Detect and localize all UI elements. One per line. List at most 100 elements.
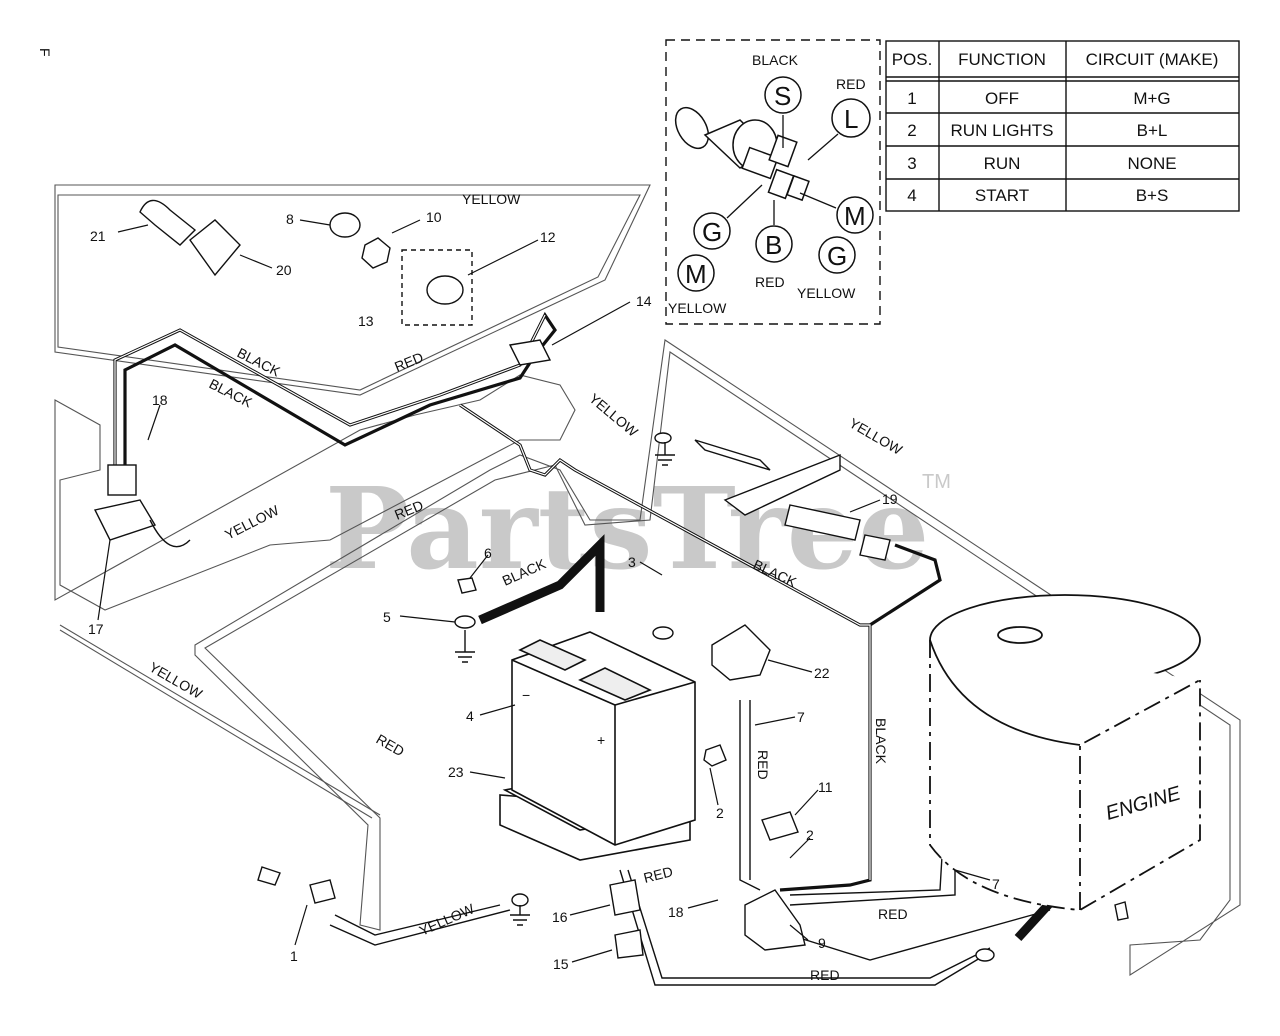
corner-mark: F	[37, 48, 53, 57]
callout-15: 15	[553, 956, 569, 972]
clip-16	[609, 879, 641, 916]
table-cell: 2	[907, 121, 916, 140]
socket-20	[189, 219, 241, 277]
cover-22	[711, 624, 771, 681]
callout-2a: 2	[716, 805, 724, 821]
callout-5: 5	[383, 609, 391, 625]
switch-label-yellow-left: YELLOW	[668, 300, 727, 316]
keyswitch-box	[401, 249, 473, 326]
red-cables	[329, 700, 1051, 986]
callout-7b: 7	[992, 876, 1000, 892]
battery	[499, 631, 696, 861]
washer-3	[652, 626, 674, 640]
callout-21: 21	[90, 228, 106, 244]
wire-label-red-left: RED	[374, 731, 408, 760]
wire-label-yellow-14: YELLOW	[586, 390, 642, 440]
wire-label-red-9: RED	[878, 906, 908, 922]
plug-19	[859, 534, 891, 561]
table-cell: 1	[907, 89, 916, 108]
wire-label-red-7: RED	[755, 750, 771, 780]
plug-1	[309, 879, 336, 904]
switch-label-black: BLACK	[752, 52, 799, 68]
callout-13: 13	[358, 313, 374, 329]
callout-1: 1	[290, 948, 298, 964]
terminal-l: L	[844, 104, 858, 134]
bulb-21	[139, 199, 197, 246]
cap-11	[761, 811, 799, 841]
battery-negative-cable	[478, 534, 605, 625]
table-cell: B+L	[1137, 121, 1168, 140]
leader-lines	[97, 219, 991, 963]
callout-9: 9	[818, 935, 826, 951]
wire-label-yellow-17: YELLOW	[222, 502, 282, 543]
terminal-m-right: M	[844, 201, 866, 231]
table-header-circuit: CIRCUIT (MAKE)	[1086, 50, 1219, 69]
connector-14	[508, 339, 552, 366]
wire-label-red-bottom: RED	[810, 967, 840, 983]
switch-19	[784, 504, 861, 541]
washer-5	[454, 615, 476, 629]
callout-18b: 18	[668, 904, 684, 920]
table-cell: B+S	[1136, 186, 1169, 205]
callout-14: 14	[636, 293, 652, 309]
callout-17: 17	[88, 621, 104, 637]
wire-label-red-16: RED	[642, 863, 675, 886]
wire-label-yellow-left: YELLOW	[147, 659, 206, 702]
nut-10	[361, 237, 391, 269]
callout-22: 22	[814, 665, 830, 681]
wire-label-black-2: BLACK	[207, 375, 256, 410]
terminal-s: S	[774, 81, 791, 111]
callout-20: 20	[276, 262, 292, 278]
terminal-b: B	[765, 230, 782, 260]
callout-3: 3	[628, 554, 636, 570]
switch-label-red-bottom: RED	[755, 274, 785, 290]
switch-label-yellow-right: YELLOW	[797, 285, 856, 301]
switch-label-red-top: RED	[836, 76, 866, 92]
callout-12: 12	[540, 229, 556, 245]
switch-function-table: POS. FUNCTION CIRCUIT (MAKE) 1 OFF M+G 2…	[885, 40, 1240, 212]
nut-2a	[703, 744, 727, 767]
table-cell: 3	[907, 154, 916, 173]
wire-label-yellow-top: YELLOW	[462, 191, 521, 207]
callout-19: 19	[882, 491, 898, 507]
table-cell: NONE	[1127, 154, 1176, 173]
battery-minus-mark: −	[522, 687, 530, 703]
wire-label-red-panel: RED	[392, 349, 425, 375]
callout-23: 23	[448, 764, 464, 780]
bolt-6	[457, 577, 477, 594]
plug-17	[107, 464, 137, 496]
table-cell: 4	[907, 186, 916, 205]
wire-label-yellow-right: YELLOW	[847, 415, 906, 458]
seat-switch-17	[93, 499, 157, 541]
ground-symbols	[455, 442, 675, 926]
wire-label-yellow-bottom: YELLOW	[417, 900, 478, 939]
table-header-pos: POS.	[892, 50, 933, 69]
callout-16: 16	[552, 909, 568, 925]
callout-8: 8	[286, 211, 294, 227]
callout-18a: 18	[152, 392, 168, 408]
frame-outlines	[54, 184, 1241, 977]
terminal-g-left: G	[702, 217, 722, 247]
battery-plus-mark: +	[597, 732, 605, 748]
solenoid-9	[744, 889, 806, 951]
table-cell: M+G	[1133, 89, 1170, 108]
callout-4: 4	[466, 708, 474, 724]
table-header-function: FUNCTION	[958, 50, 1046, 69]
terminal-m-left: M	[685, 259, 707, 289]
keyswitch-12	[426, 275, 464, 305]
table-cell: OFF	[985, 89, 1019, 108]
callout-11: 11	[818, 779, 833, 795]
switch-detail: S L G B M M G BLACK RED RED YELLOW YELLO…	[665, 39, 881, 325]
watermark-trademark: TM	[922, 471, 951, 493]
table-cell: RUN	[984, 154, 1021, 173]
table-cell: START	[975, 186, 1029, 205]
callout-10: 10	[426, 209, 442, 225]
callout-2b: 2	[806, 827, 814, 843]
callout-6: 6	[484, 545, 492, 561]
table-cell: RUN LIGHTS	[951, 121, 1054, 140]
clip-15	[614, 929, 644, 959]
engine-block	[929, 594, 1201, 911]
callout-7a: 7	[797, 709, 805, 725]
parts	[93, 199, 1129, 962]
